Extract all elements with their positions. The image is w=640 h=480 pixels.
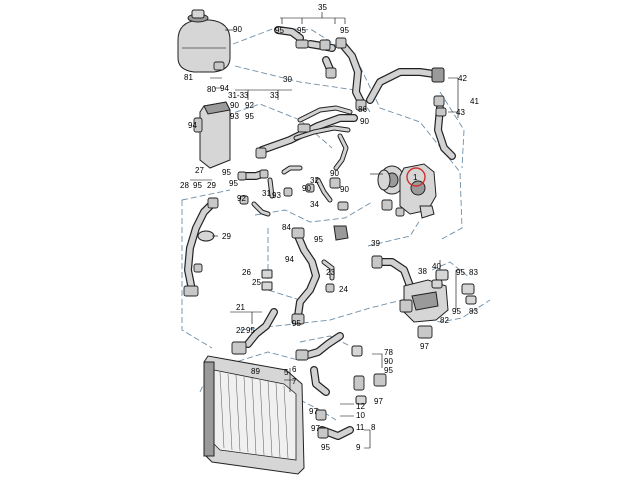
label-24: 24 bbox=[339, 285, 348, 294]
label-42: 42 bbox=[458, 74, 467, 83]
label-31-33: 31-33 bbox=[228, 91, 249, 100]
label-29: 29 bbox=[207, 181, 216, 190]
radiator bbox=[203, 355, 305, 475]
label-29: 29 bbox=[222, 232, 231, 241]
label-95: 95 bbox=[452, 307, 461, 316]
radiator-upper-hose bbox=[231, 308, 278, 355]
label-10: 10 bbox=[356, 411, 365, 420]
highlight-circle bbox=[406, 167, 426, 187]
label-94: 94 bbox=[285, 255, 294, 264]
label-27: 27 bbox=[195, 166, 204, 175]
assembly-guide-lines bbox=[181, 27, 491, 421]
label-1: 1 bbox=[413, 173, 418, 182]
label-22: 22 bbox=[236, 326, 245, 335]
label-92: 92 bbox=[237, 194, 246, 203]
leader-lines bbox=[190, 12, 462, 449]
label-95: 95 bbox=[340, 26, 349, 35]
thermostat-housing bbox=[371, 255, 477, 339]
label-90: 90 bbox=[330, 169, 339, 178]
coolant-pipe-bundle bbox=[255, 105, 358, 171]
label-90: 90 bbox=[230, 101, 239, 110]
lower-radiator-hoses bbox=[295, 332, 387, 440]
label-23: 23 bbox=[326, 268, 335, 277]
coolant-reservoir bbox=[193, 101, 231, 169]
label-34: 34 bbox=[310, 200, 319, 209]
label-95: 95 bbox=[321, 443, 330, 452]
label-8: 8 bbox=[371, 423, 376, 432]
small-fittings bbox=[261, 269, 273, 291]
label-95: 95 bbox=[193, 181, 202, 190]
label-83: 83 bbox=[469, 307, 478, 316]
label-26: 26 bbox=[242, 268, 251, 277]
label-90: 90 bbox=[302, 184, 311, 193]
label-95: 95 bbox=[384, 366, 393, 375]
lower-bypass-hose bbox=[291, 225, 349, 325]
expansion-tank bbox=[177, 9, 231, 73]
label-81: 81 bbox=[184, 73, 193, 82]
label-89: 89 bbox=[251, 367, 260, 376]
label-93: 93 bbox=[272, 191, 281, 200]
label-43: 43 bbox=[456, 108, 465, 117]
label-31: 31 bbox=[262, 189, 271, 198]
label-38: 38 bbox=[418, 267, 427, 276]
label-95: 95 bbox=[275, 26, 284, 35]
label-95: 95 bbox=[297, 26, 306, 35]
label-94: 94 bbox=[220, 84, 229, 93]
label-80: 80 bbox=[207, 85, 216, 94]
part-number-labels: 35 95 95 95 90 81 94 80 30 31-33 33 90 9… bbox=[180, 3, 479, 452]
label-83: 83 bbox=[469, 268, 478, 277]
label-90: 90 bbox=[340, 185, 349, 194]
label-32: 32 bbox=[310, 176, 319, 185]
label-95: 95 bbox=[292, 319, 301, 328]
label-9: 9 bbox=[356, 443, 361, 452]
label-40: 40 bbox=[432, 262, 441, 271]
label-90: 90 bbox=[233, 25, 242, 34]
label-95: 95 bbox=[245, 112, 254, 121]
label-90: 90 bbox=[360, 117, 369, 126]
label-39: 39 bbox=[371, 239, 380, 248]
label-95: 95 bbox=[246, 326, 255, 335]
upper-coolant-hoses bbox=[274, 26, 367, 111]
label-95: 95 bbox=[229, 179, 238, 188]
label-95: 95 bbox=[456, 268, 465, 277]
label-97: 97 bbox=[309, 407, 318, 416]
label-90: 90 bbox=[384, 357, 393, 366]
label-21: 21 bbox=[236, 303, 245, 312]
label-11: 11 bbox=[356, 423, 365, 432]
label-33: 33 bbox=[270, 91, 279, 100]
label-30: 30 bbox=[283, 75, 292, 84]
label-12: 12 bbox=[356, 402, 365, 411]
left-radiator-hose bbox=[183, 197, 219, 297]
label-86: 86 bbox=[358, 105, 367, 114]
label-97: 97 bbox=[374, 397, 383, 406]
heater-return-hose bbox=[366, 67, 456, 160]
label-7: 7 bbox=[292, 377, 297, 386]
label-97: 97 bbox=[311, 424, 320, 433]
label-92: 92 bbox=[245, 101, 254, 110]
label-25: 25 bbox=[252, 278, 261, 287]
label-78: 78 bbox=[384, 348, 393, 357]
label-97: 97 bbox=[420, 342, 429, 351]
label-6: 6 bbox=[292, 365, 297, 374]
label-28: 28 bbox=[180, 181, 189, 190]
label-94: 94 bbox=[188, 121, 197, 130]
label-41: 41 bbox=[470, 97, 479, 106]
label-93: 93 bbox=[230, 112, 239, 121]
label-95: 95 bbox=[314, 235, 323, 244]
mid-coolant-hoses bbox=[237, 165, 349, 217]
label-95: 95 bbox=[222, 168, 231, 177]
water-pump bbox=[377, 163, 437, 219]
label-82: 82 bbox=[440, 316, 449, 325]
label-84: 84 bbox=[282, 223, 291, 232]
label-35: 35 bbox=[318, 3, 327, 12]
label-5: 5 bbox=[284, 368, 289, 377]
